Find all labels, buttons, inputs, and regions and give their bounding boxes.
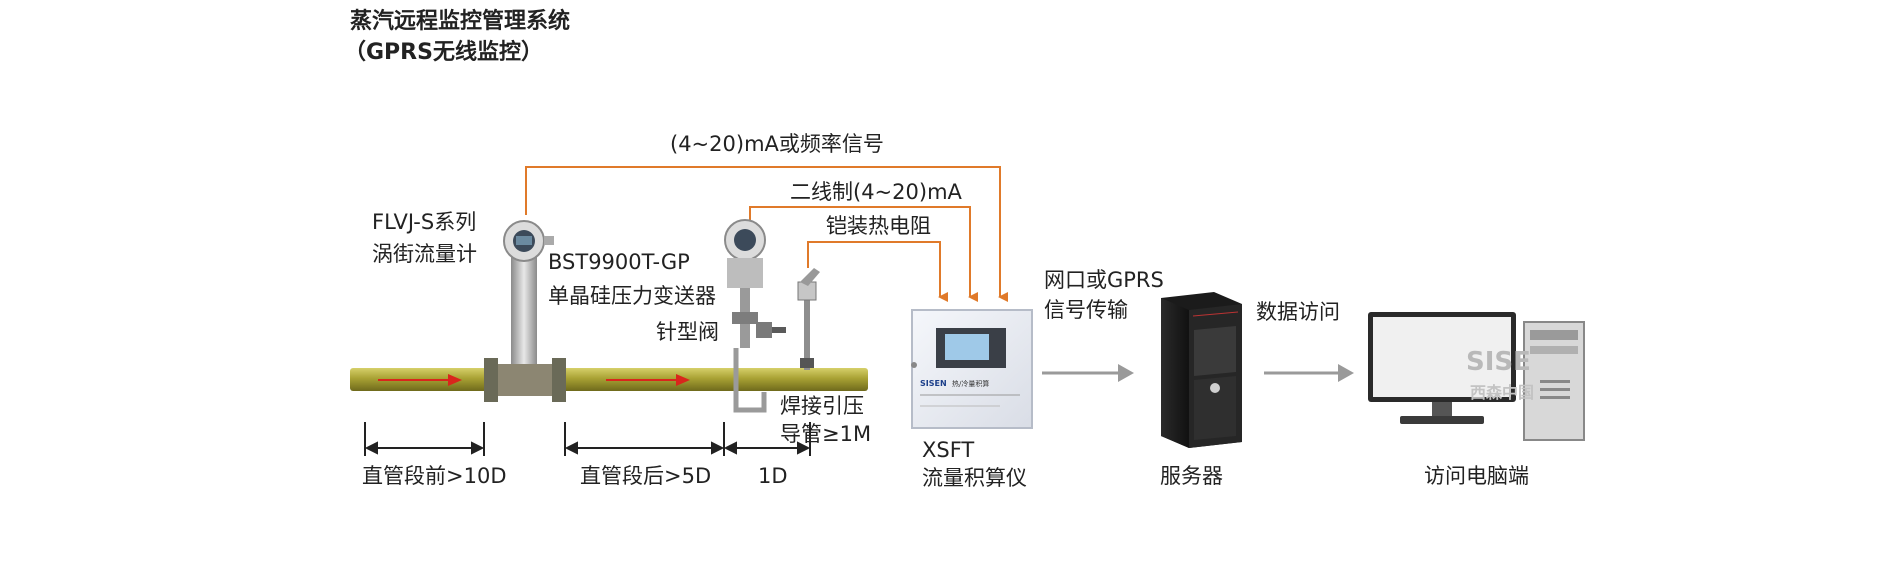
calculator-brand-text: SISEN: [920, 379, 947, 388]
watermark-subtext: 西森中国: [1470, 383, 1534, 402]
calculator-label-model: XSFT: [922, 438, 975, 462]
page-subtitle: （GPRS无线监控）: [344, 40, 543, 65]
calculator-panel-text: 热/冷量积算: [952, 379, 989, 388]
dimension-upstream-label: 直管段前>10D: [362, 464, 507, 488]
vortex-flowmeter: [484, 220, 566, 402]
transmitter-label-name: 单晶硅压力变送器: [548, 284, 716, 308]
steam-pipe: [350, 368, 868, 391]
signal-label-rtd: 铠装热电阻: [826, 214, 931, 238]
data-access-label: 数据访问: [1256, 300, 1340, 324]
pc-label: 访问电脑端: [1424, 464, 1529, 488]
pressure-transmitter: [724, 219, 786, 413]
network-label-line2: 信号传输: [1044, 298, 1128, 322]
signal-label-top: (4~20)mA或频率信号: [670, 132, 884, 156]
transmitter-label-model: BST9900T-GP: [548, 250, 690, 274]
page-title: 蒸汽远程监控管理系统: [350, 9, 571, 34]
signal-line-rtd: [807, 241, 948, 302]
network-label-line1: 网口或GPRS: [1044, 268, 1164, 292]
server-tower: [1161, 292, 1242, 448]
flowmeter-label-model: FLVJ-S系列: [372, 210, 477, 234]
impulse-pipe-label-line1: 焊接引压: [780, 394, 864, 418]
rtd-sensor: [797, 268, 820, 370]
impulse-pipe-label-line2: 导管≥1M: [780, 422, 872, 446]
network-arrow: [1042, 364, 1134, 382]
watermark-text: SISE: [1466, 347, 1531, 377]
dimension-downstream-label: 直管段后>5D: [580, 464, 712, 488]
dimension-lines: [364, 422, 811, 456]
flow-calculator: SISEN 热/冷量积算: [911, 309, 1033, 429]
desktop-pc: SISE 西森中国: [1368, 312, 1585, 441]
signal-line-top: [525, 166, 1008, 302]
server-label: 服务器: [1160, 464, 1223, 488]
signal-label-two-wire: 二线制(4~20)mA: [790, 180, 962, 204]
flowmeter-label-name: 涡街流量计: [372, 242, 477, 266]
dimension-1d-label: 1D: [758, 464, 788, 488]
signal-line-two-wire: [749, 206, 978, 302]
calculator-label-name: 流量积算仪: [922, 466, 1027, 490]
data-access-arrow: [1264, 364, 1354, 382]
needle-valve-label: 针型阀: [656, 320, 719, 344]
